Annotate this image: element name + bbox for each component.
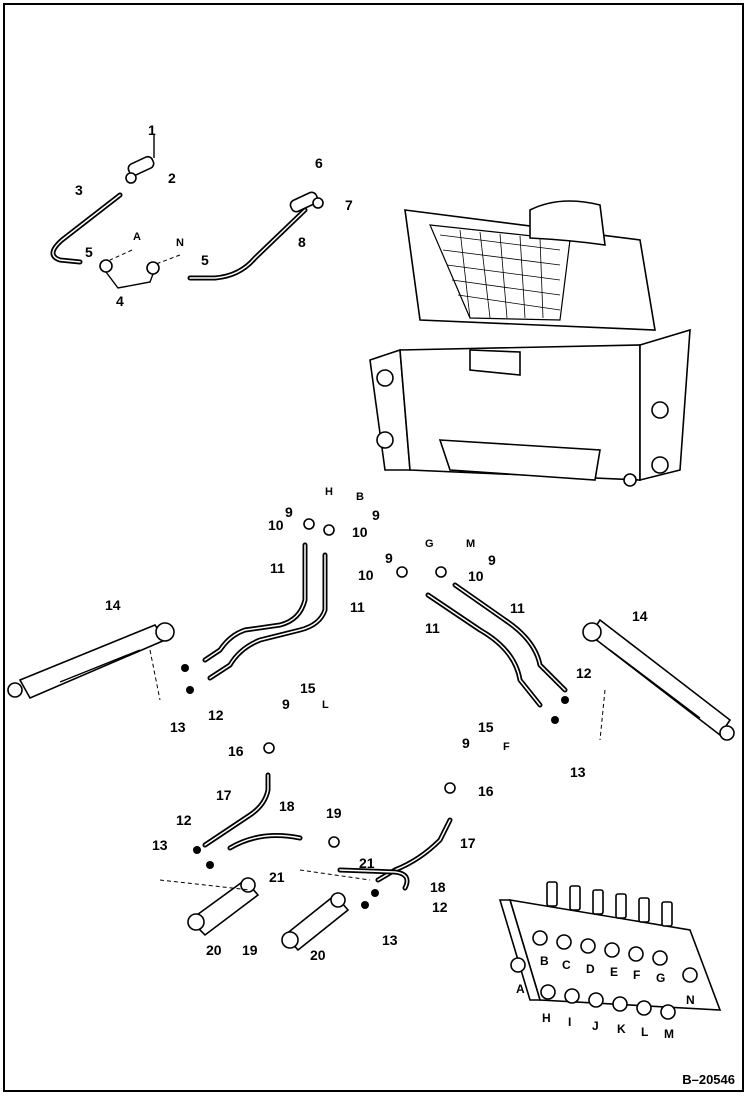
- tilt-cylinder-right: [281, 869, 371, 952]
- callout: 10: [358, 567, 374, 583]
- callout: 13: [170, 719, 186, 735]
- fitting-1: [127, 155, 155, 177]
- callout: 11: [350, 599, 365, 615]
- fitting-6: [289, 191, 319, 213]
- fitting-2: [125, 172, 137, 184]
- callout: 9: [285, 504, 293, 520]
- callout: 9: [282, 696, 290, 712]
- tube-4: [105, 271, 154, 289]
- callout: 3: [75, 182, 83, 198]
- port-letter: L: [322, 699, 329, 711]
- callout: 4: [116, 293, 124, 309]
- fitting-5a: [99, 259, 113, 273]
- callout: 17: [460, 835, 476, 851]
- valve-letter: M: [664, 1027, 674, 1041]
- callout: 2: [168, 170, 176, 186]
- valve-letter: L: [641, 1025, 648, 1039]
- port-letter: N: [176, 237, 184, 249]
- port-letters: A N H B G M L F: [133, 231, 510, 753]
- hose-18-left: [227, 833, 303, 851]
- callout: 19: [242, 942, 258, 958]
- valve-letter: F: [633, 968, 640, 982]
- lift-cylinder-right: [582, 618, 735, 741]
- callout: 9: [372, 507, 380, 523]
- callout: 8: [298, 234, 306, 250]
- callout: 11: [270, 560, 285, 576]
- callout: 9: [462, 735, 470, 751]
- callout: 19: [326, 805, 342, 821]
- callout: 14: [632, 608, 648, 624]
- valve-letter: K: [617, 1022, 626, 1036]
- port-letter: F: [503, 741, 510, 753]
- callout: 10: [468, 568, 484, 584]
- callout: 11: [425, 620, 440, 636]
- callout: 16: [228, 743, 244, 759]
- callout: 14: [105, 597, 121, 613]
- callout: 10: [268, 517, 284, 533]
- figure-number: B–20546: [682, 1072, 735, 1087]
- port-letter: H: [325, 486, 333, 498]
- callout: 12: [432, 899, 448, 915]
- callout: 10: [352, 524, 368, 540]
- valve-letters: B C D E F G H I J K L M A N: [516, 954, 695, 1041]
- page-border: [3, 3, 744, 1092]
- port-letter: A: [133, 231, 141, 243]
- callout: 13: [152, 837, 168, 853]
- callout: 13: [382, 932, 398, 948]
- callout: 15: [300, 680, 316, 696]
- control-valve: [498, 881, 722, 1020]
- callout: 12: [176, 812, 192, 828]
- valve-letter: J: [592, 1019, 599, 1033]
- loader-frame: [369, 200, 691, 487]
- callout: 16: [478, 783, 494, 799]
- valve-letter: B: [540, 954, 549, 968]
- callout: 12: [576, 665, 592, 681]
- port-letter: B: [356, 491, 364, 503]
- port-letter: G: [425, 538, 434, 550]
- port-letter: M: [466, 538, 475, 550]
- valve-letter: E: [610, 965, 618, 979]
- tilt-hoses: [193, 742, 456, 909]
- fitting-7: [312, 197, 324, 209]
- callout: 21: [359, 855, 375, 871]
- valve-letter: N: [686, 993, 695, 1007]
- tilt-cylinder-left: [159, 877, 260, 937]
- callout: 15: [478, 719, 494, 735]
- callout: 18: [430, 879, 446, 895]
- callout: 18: [279, 798, 295, 814]
- hose-17-left: [202, 772, 271, 848]
- callout: 5: [85, 244, 93, 260]
- valve-letter: A: [516, 982, 525, 996]
- callout-labels: 1 2 3 4 5 5 6 7 8 9 10 9 10 11 11 9 10 9…: [75, 122, 648, 963]
- valve-letter: G: [656, 971, 665, 985]
- callout: 9: [385, 550, 393, 566]
- lift-cylinder-left: [7, 622, 175, 701]
- valve-letter: H: [542, 1011, 551, 1025]
- callout: 17: [216, 787, 232, 803]
- cylinder-hoses: [181, 518, 569, 724]
- valve-letter: D: [586, 962, 595, 976]
- callout: 20: [206, 942, 222, 958]
- callout: 20: [310, 947, 326, 963]
- top-hose-assembly: [50, 135, 324, 289]
- callout: 7: [345, 197, 353, 213]
- valve-ports: [510, 930, 698, 1020]
- valve-letter: C: [562, 958, 571, 972]
- valve-letter: I: [568, 1015, 571, 1029]
- callout: 9: [488, 552, 496, 568]
- callout: 21: [269, 869, 285, 885]
- hose-11-left-b: [207, 552, 328, 681]
- callout: 1: [148, 122, 156, 138]
- callout: 13: [570, 764, 586, 780]
- valve-spools: [546, 881, 673, 927]
- callout: 11: [510, 600, 525, 616]
- callout: 12: [208, 707, 224, 723]
- callout: 5: [201, 252, 209, 268]
- callout: 6: [315, 155, 323, 171]
